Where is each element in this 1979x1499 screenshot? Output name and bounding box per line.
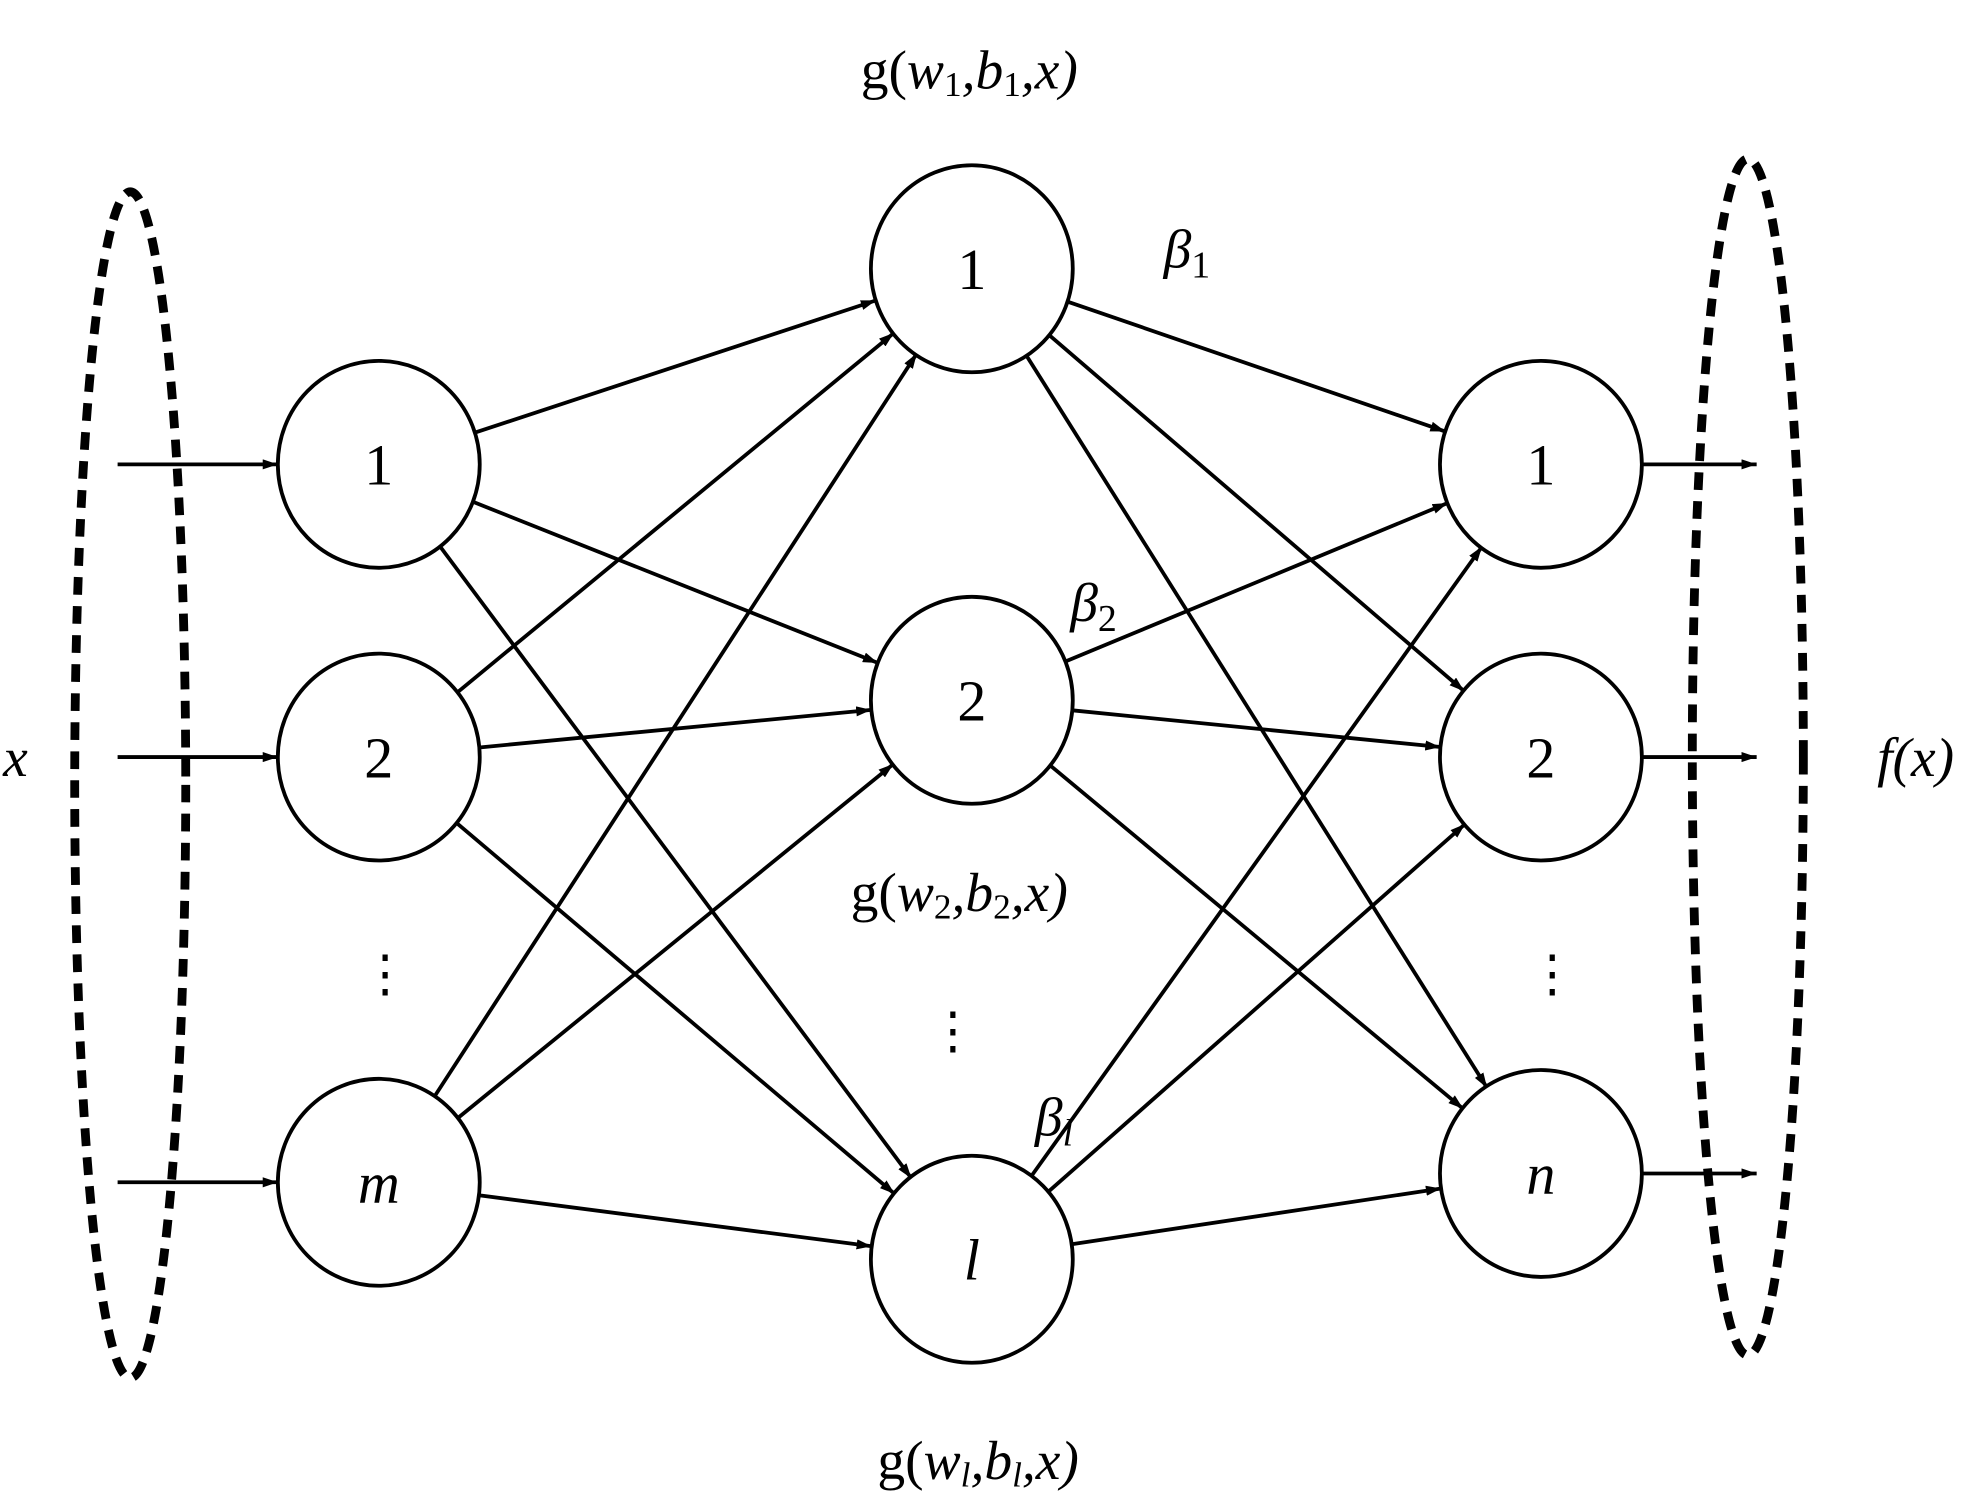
- input-to-hidden-edge: [474, 298, 877, 435]
- hidden-node-l: l: [868, 1153, 1075, 1365]
- output-label: f(x): [1877, 728, 1954, 789]
- input-node-2: 2: [275, 651, 482, 863]
- node-label: l: [964, 1227, 980, 1292]
- hidden-to-output-edge: [1048, 763, 1465, 1111]
- node-circle: [868, 594, 1075, 806]
- hidden-node-1: 1: [868, 163, 1075, 375]
- input-to-hidden-edge: [478, 1193, 872, 1250]
- node-circle: [868, 163, 1075, 375]
- input-to-hidden-edge: [454, 820, 897, 1196]
- node-circle: [1438, 651, 1644, 863]
- node-circle: [868, 1153, 1075, 1365]
- node-label: 1: [957, 237, 986, 302]
- input-to-hidden-edge: [471, 499, 879, 665]
- input-to-hidden-edge: [455, 762, 895, 1121]
- weight-beta-1: β1: [1163, 219, 1211, 286]
- input-ellipsis: ⋮: [360, 946, 410, 1002]
- node-circle: [275, 1076, 482, 1288]
- hidden-to-output-edge: [1064, 501, 1449, 664]
- output-node-1: 1: [1438, 358, 1644, 570]
- input-to-hidden-edge: [455, 331, 896, 695]
- node-label: 1: [364, 433, 393, 498]
- hidden-to-output-edge: [1066, 299, 1447, 434]
- node-label: 2: [957, 668, 986, 733]
- node-label: 2: [364, 725, 393, 790]
- hidden-function-1: g(w1,b1,x): [861, 40, 1078, 104]
- input-to-hidden-edge: [437, 544, 913, 1180]
- node-label: m: [358, 1150, 400, 1215]
- hidden-to-output-edge: [1023, 353, 1489, 1090]
- node-label: 1: [1526, 433, 1555, 498]
- node-label: 2: [1526, 725, 1555, 790]
- connections: [117, 298, 1757, 1250]
- node-circle: [1438, 1068, 1644, 1279]
- input-node-m: m: [275, 1076, 482, 1288]
- hidden-to-output-edge: [1029, 545, 1484, 1179]
- output-ellipsis: ⋮: [1527, 946, 1577, 1002]
- weight-beta-l: βl: [1034, 1088, 1073, 1155]
- hidden-node-2: 2: [868, 594, 1075, 806]
- output-group-dashed-ellipse: [1687, 154, 1808, 1360]
- hidden-to-output-edge: [1047, 333, 1466, 693]
- hidden-to-output-edge: [1071, 1185, 1442, 1247]
- input-group-dashed-ellipse: [70, 187, 191, 1383]
- output-node-2: 2: [1438, 651, 1644, 863]
- hidden-to-output-edge: [1046, 822, 1467, 1194]
- hidden-to-output-edge: [1072, 708, 1441, 751]
- output-node-n: n: [1438, 1068, 1644, 1279]
- node-label: n: [1526, 1142, 1555, 1207]
- input-to-hidden-edge: [432, 352, 919, 1099]
- weight-beta-2: β2: [1069, 573, 1117, 640]
- hidden-function-l: g(wl,bl,x): [877, 1431, 1079, 1495]
- hidden-ellipsis: ⋮: [928, 1002, 978, 1058]
- hidden-function-2: g(w2,b2,x): [851, 863, 1068, 927]
- node-circle: [275, 358, 482, 570]
- input-label: x: [2, 728, 28, 789]
- node-circle: [1438, 358, 1644, 570]
- input-node-1: 1: [275, 358, 482, 570]
- node-circle: [275, 651, 482, 863]
- nodes: 1 2 m 1 2 l 1 2 n: [275, 163, 1644, 1365]
